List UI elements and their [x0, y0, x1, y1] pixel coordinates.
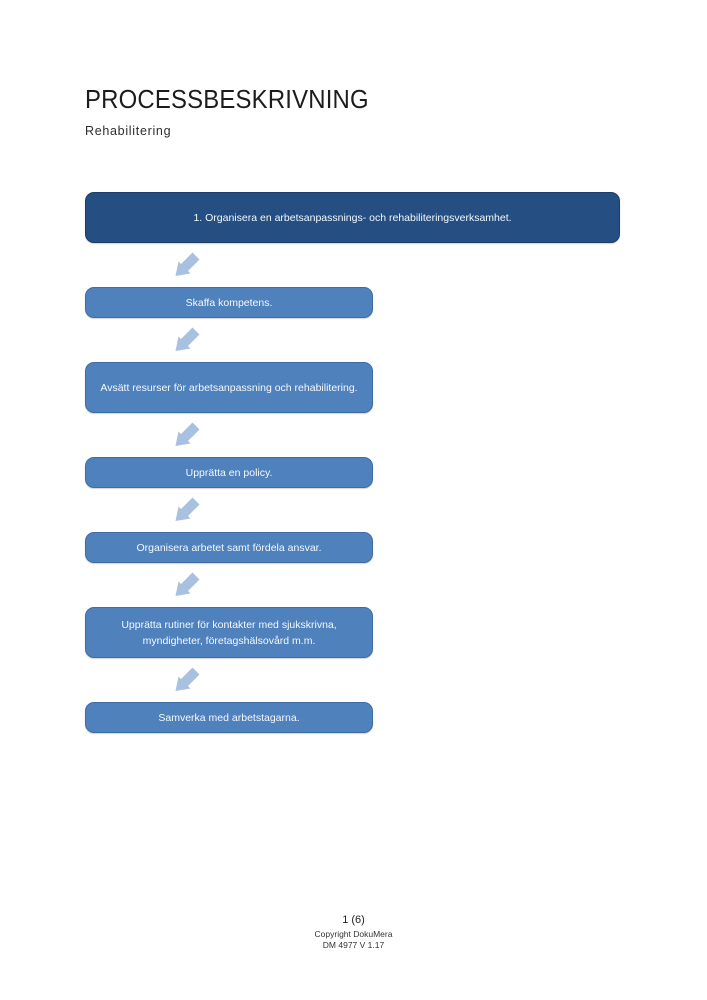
- document-id: DM 4977 V 1.17: [322, 939, 385, 950]
- flow-connector: [85, 413, 373, 457]
- process-step: Avsätt resurser för arbetsanpassning och…: [85, 362, 373, 413]
- process-step: Samverka med arbetstagarna.: [85, 702, 373, 733]
- arrow-down-left-icon: [175, 252, 200, 276]
- process-step: Skaffa kompetens.: [85, 287, 373, 318]
- process-step: Organisera arbetet samt fördela ansvar.: [85, 532, 373, 563]
- process-flowchart: 1. Organisera en arbetsanpassnings- och …: [85, 192, 620, 733]
- arrow-down-left-icon: [175, 497, 200, 521]
- arrow-down-left-icon: [175, 422, 200, 446]
- document-header: PROCESSBESKRIVNING Rehabilitering: [85, 84, 393, 138]
- flow-connector: [85, 243, 373, 287]
- flow-connector: [85, 488, 373, 532]
- flow-connector: [85, 318, 373, 362]
- process-step: Upprätta en policy.: [85, 457, 373, 488]
- arrow-down-left-icon: [175, 327, 200, 351]
- document-footer: 1 (6) Copyright DokuMera DM 4977 V 1.17: [0, 914, 707, 950]
- page-number: 1 (6): [342, 914, 365, 926]
- page-title: PROCESSBESKRIVNING: [85, 84, 369, 114]
- flow-connector: [85, 658, 373, 702]
- arrow-down-left-icon: [175, 667, 200, 691]
- process-step: 1. Organisera en arbetsanpassnings- och …: [85, 192, 620, 243]
- arrow-down-left-icon: [175, 572, 200, 596]
- flow-connector: [85, 563, 373, 607]
- page-subtitle: Rehabilitering: [85, 124, 172, 138]
- copyright-text: Copyright DokuMera: [314, 929, 393, 939]
- process-step: Upprätta rutiner för kontakter med sjuks…: [85, 607, 373, 658]
